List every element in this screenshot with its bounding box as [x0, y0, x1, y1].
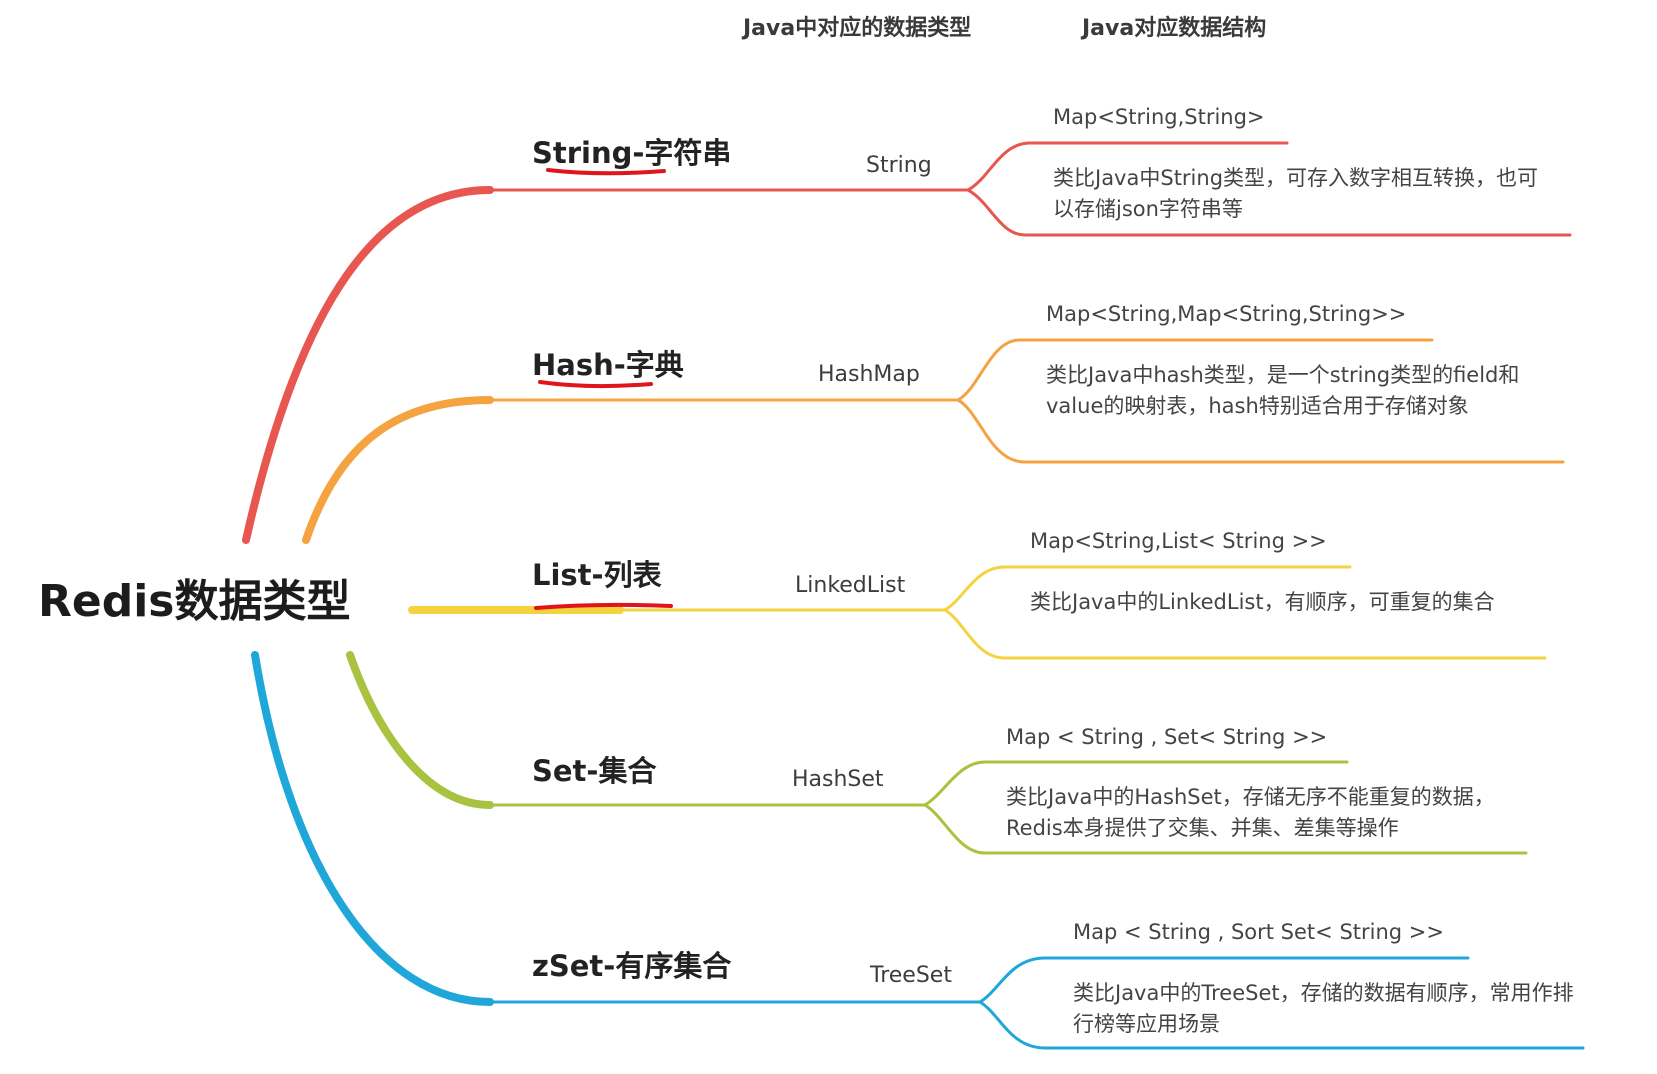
branch-string-red-underline: [546, 168, 666, 176]
branch-list-structure-line: [943, 565, 1352, 612]
branch-set-title: Set-集合: [532, 754, 657, 788]
branch-hash-structure: Map<String,Map<String,String>>: [1046, 302, 1407, 326]
branch-list-description: 类比Java中的LinkedList，有顺序，可重复的集合: [1030, 590, 1495, 614]
branch-hash-java-type: HashMap: [818, 362, 920, 387]
branch-set-structure-line: [923, 760, 1349, 807]
branch-hash-title: Hash-字典: [532, 348, 684, 382]
branch-string-root-curve: [242, 186, 494, 544]
header-java-type: Java中对应的数据类型: [743, 16, 972, 41]
branch-hash-red-underline: [538, 380, 653, 389]
header-java-structure: Java对应数据结构: [1082, 16, 1267, 41]
branch-zset-description-line: [978, 1000, 1585, 1050]
branch-set-description-line: [923, 803, 1528, 855]
branch-zset-structure-line: [978, 956, 1470, 1004]
branch-string-description-line: [966, 188, 1572, 237]
branch-set-description: 类比Java中的HashSet，存储无序不能重复的数据，Redis本身提供了交集…: [1006, 785, 1495, 840]
branch-list-red-underline: [534, 602, 673, 610]
branch-string-java-type: String: [866, 153, 932, 178]
branch-list-title: List-列表: [532, 558, 662, 592]
root-node: Redis数据类型: [38, 576, 351, 627]
branch-hash-root-curve: [302, 396, 494, 544]
branch-string-structure: Map<String,String>: [1053, 105, 1265, 129]
branch-zset-title: zSet-有序集合: [532, 949, 732, 983]
branch-zset-description: 类比Java中的TreeSet，存储的数据有顺序，常用作排行榜等应用场景: [1073, 981, 1574, 1036]
branch-string-title: String-字符串: [532, 136, 732, 170]
branch-list-java-type: LinkedList: [795, 573, 906, 598]
branch-set-java-type: HashSet: [792, 767, 884, 792]
branch-hash-description: 类比Java中hash类型，是一个string类型的field和value的映射…: [1046, 363, 1520, 418]
branch-hash-structure-line: [956, 338, 1434, 402]
branch-zset-structure: Map < String , Sort Set< String >>: [1073, 920, 1444, 944]
branch-zset-java-type: TreeSet: [870, 963, 952, 988]
branch-list-structure: Map<String,List< String >>: [1030, 529, 1327, 553]
branch-set-structure: Map < String , Set< String >>: [1006, 725, 1328, 749]
branch-string-structure-line: [966, 141, 1289, 192]
branch-string-description: 类比Java中String类型，可存入数字相互转换，也可以存储json字符串等: [1053, 166, 1539, 221]
branch-list-description-line: [943, 608, 1547, 660]
branch-zset-root-curve: [251, 651, 494, 1006]
branch-hash-description-line: [956, 398, 1565, 464]
branch-set-root-curve: [346, 651, 494, 809]
